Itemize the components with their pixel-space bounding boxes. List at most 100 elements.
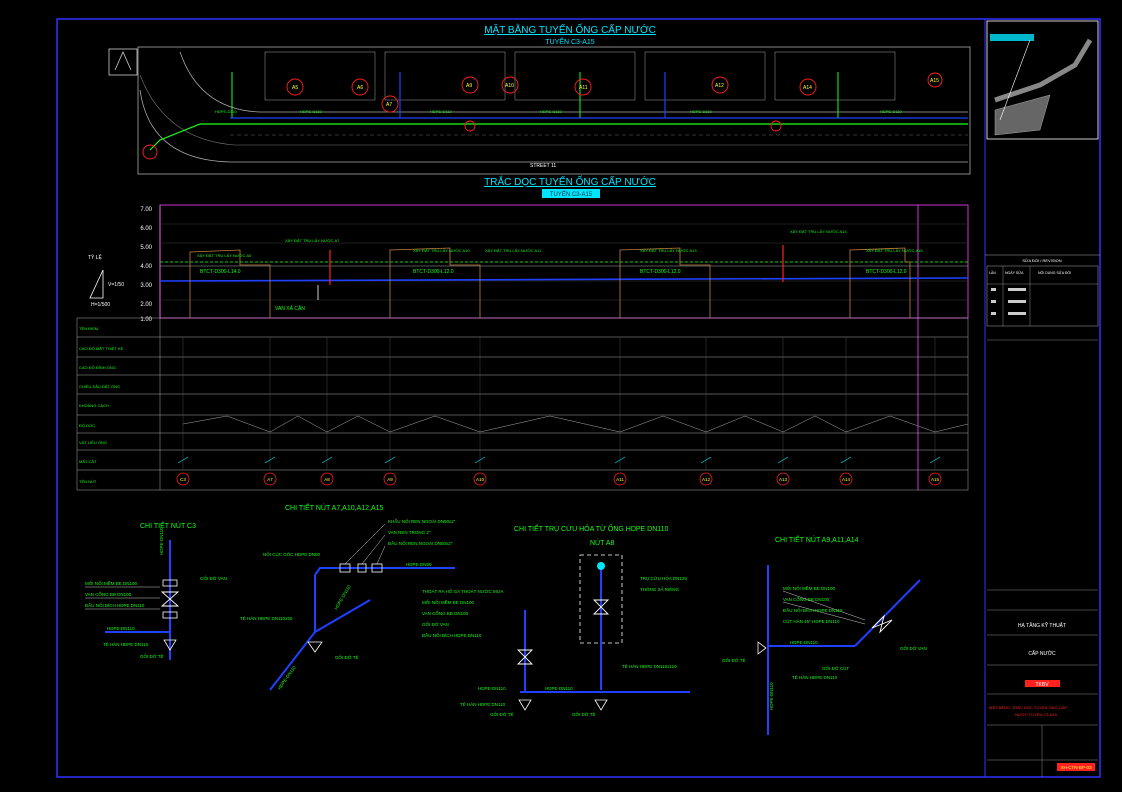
svg-text:A13: A13 — [779, 477, 788, 482]
svg-text:A5: A5 — [292, 85, 298, 91]
svg-text:GỐI ĐỠ TÊ: GỐI ĐỠ TÊ — [140, 652, 164, 659]
detail-a7: CHI TIẾT NÚT A7,A10,A12,A15 KHẨU NỐI REN… — [240, 502, 456, 691]
detail-a7-title: CHI TIẾT NÚT A7,A10,A12,A15 — [285, 502, 384, 512]
detail-a9: CHI TIẾT NÚT A9,A11,A14 MỐI NỐI MỀM BE D… — [722, 534, 927, 735]
svg-text:H=1/500: H=1/500 — [91, 302, 110, 308]
svg-text:GỐI ĐỠ VAN: GỐI ĐỠ VAN — [422, 621, 449, 627]
svg-text:CHIỀU SÂU ĐẶT ỐNG: CHIỀU SÂU ĐẶT ỐNG — [79, 384, 120, 389]
svg-text:GỐI ĐỠ CÚT: GỐI ĐỠ CÚT — [822, 665, 849, 671]
svg-text:HDPE-D110: HDPE-D110 — [540, 109, 562, 114]
svg-text:MỐI NỐI MỀM BE DN100: MỐI NỐI MỀM BE DN100 — [422, 599, 475, 605]
svg-text:XÂY ĐẶT TRỤ LẤY NƯỚC A7: XÂY ĐẶT TRỤ LẤY NƯỚC A7 — [285, 238, 340, 243]
svg-text:XÂY ĐẶT TRỤ LẤY NƯỚC A15: XÂY ĐẶT TRỤ LẤY NƯỚC A15 — [866, 248, 923, 253]
svg-text:HDPE-DN110: HDPE-DN110 — [334, 584, 352, 611]
svg-text:2.00: 2.00 — [140, 302, 152, 308]
svg-text:A11: A11 — [616, 477, 624, 482]
svg-text:TÊ HÀN HDPE DN110: TÊ HÀN HDPE DN110 — [792, 673, 838, 680]
svg-text:A7: A7 — [267, 477, 273, 482]
svg-text:MỐI NỐI MỀM BE DN100: MỐI NỐI MỀM BE DN100 — [783, 585, 836, 591]
svg-text:TÊ HÀN HDPE DN110: TÊ HÀN HDPE DN110 — [103, 640, 149, 647]
svg-text:MẶT CẮT: MẶT CẮT — [79, 459, 97, 464]
svg-text:HDPE-D110: HDPE-D110 — [300, 109, 322, 114]
svg-text:A7: A7 — [386, 102, 392, 108]
svg-text:NỘI DUNG SỬA ĐỔI: NỘI DUNG SỬA ĐỔI — [1038, 270, 1071, 275]
profile-pipe — [159, 277, 969, 282]
svg-text:BTCT-D300-L12.0: BTCT-D300-L12.0 — [866, 269, 907, 275]
svg-text:HDPE-D110: HDPE-D110 — [690, 109, 712, 114]
svg-text:THÔNG XẢ RIÊNG: THÔNG XẢ RIÊNG — [640, 585, 680, 592]
svg-text:VAN REN TRONG 2": VAN REN TRONG 2" — [388, 530, 431, 535]
svg-text:ĐẦU NỐI REN NGOÀI DN50x2": ĐẦU NỐI REN NGOÀI DN50x2" — [388, 540, 453, 546]
svg-text:A10: A10 — [476, 477, 485, 482]
title-block-frame — [984, 18, 1101, 778]
svg-text:CÚT HÀN 45º HDPE DN110: CÚT HÀN 45º HDPE DN110 — [783, 618, 840, 624]
svg-text:ĐẦU NỐI BÍCH HDPE DN110: ĐẦU NỐI BÍCH HDPE DN110 — [422, 632, 482, 638]
svg-text:NỐI CÚC GÓC HDPE DN50: NỐI CÚC GÓC HDPE DN50 — [263, 551, 321, 557]
scale-label: TỶ LỆ — [88, 253, 103, 261]
svg-text:A15: A15 — [930, 78, 939, 84]
svg-text:A6: A6 — [357, 85, 363, 91]
svg-text:ĐẦU NỐI BÍCH HDPE DN110: ĐẦU NỐI BÍCH HDPE DN110 — [783, 607, 843, 613]
svg-text:VẬT LIỆU ỐNG: VẬT LIỆU ỐNG — [79, 440, 107, 445]
svg-text:V=1/50: V=1/50 — [108, 282, 124, 288]
svg-text:A9: A9 — [387, 477, 393, 482]
svg-text:A14: A14 — [803, 85, 812, 91]
svg-text:A15: A15 — [931, 477, 940, 482]
system: CẤP NƯỚC — [1028, 650, 1056, 657]
title-block: SỬA ĐỔI / REVISION LẦN NGÀY SỬA NỘI DUNG… — [985, 254, 1100, 777]
valve-label: VAN XẢ CẶN — [275, 305, 305, 312]
detail-c3-title: CHI TIẾT NÚT C3 — [140, 520, 196, 530]
svg-text:VAN CỔNG BB DN100: VAN CỔNG BB DN100 — [422, 610, 469, 616]
svg-text:HDPE-DN110: HDPE-DN110 — [107, 626, 135, 631]
svg-text:4.00: 4.00 — [140, 264, 152, 270]
svg-text:XÂY ĐẶT TRỤ LẤY NƯỚC A10: XÂY ĐẶT TRỤ LẤY NƯỚC A10 — [413, 248, 470, 253]
discipline: HẠ TẦNG KỸ THUẬT — [1018, 622, 1066, 629]
svg-text:TRỤ CỨU HỎA DN125: TRỤ CỨU HỎA DN125 — [640, 575, 687, 581]
sheet-frame — [56, 18, 1101, 778]
svg-text:A14: A14 — [842, 477, 851, 482]
svg-text:KHẨU NỐI REN NGOÀI DN50x2": KHẨU NỐI REN NGOÀI DN50x2" — [388, 518, 456, 524]
svg-text:A11: A11 — [579, 85, 588, 91]
plan-viewport — [137, 46, 971, 175]
svg-text:GỐI ĐỠ VAN: GỐI ĐỠ VAN — [900, 645, 927, 651]
svg-text:VAN CỔNG BB DN100: VAN CỔNG BB DN100 — [85, 591, 132, 597]
plan-view: MẶT BẰNG TUYẾN ỐNG CẤP NƯỚC TUYẾN C3-A15 — [108, 22, 971, 175]
svg-text:HDPE-D110: HDPE-D110 — [880, 109, 902, 114]
svg-text:1.00: 1.00 — [140, 317, 152, 323]
svg-text:NGÀY SỬA: NGÀY SỬA — [1005, 270, 1024, 275]
svg-text:BTCT-D300-L12.0: BTCT-D300-L12.0 — [640, 269, 681, 275]
svg-text:HDPE-D110: HDPE-D110 — [215, 109, 237, 114]
profile-subtitle: TUYẾN C3-A15 — [550, 191, 593, 198]
svg-text:XÂY ĐẶT TRỤ LẤY NƯỚC A13: XÂY ĐẶT TRỤ LẤY NƯỚC A13 — [640, 248, 697, 253]
svg-text:7.00: 7.00 — [140, 207, 152, 213]
svg-text:HDPE-DN110: HDPE-DN110 — [545, 686, 573, 691]
svg-text:XÂY ĐẶT TRỤ LẤY NƯỚC A5: XÂY ĐẶT TRỤ LẤY NƯỚC A5 — [197, 253, 252, 258]
svg-text:TÊ HÀN HDPE DN110: TÊ HÀN HDPE DN110 — [460, 700, 506, 707]
detail-a8-sub: NÚT A8 — [590, 538, 614, 547]
svg-text:CAO ĐỘ MẶT THIẾT KẾ: CAO ĐỘ MẶT THIẾT KẾ — [79, 346, 124, 351]
plan-pipe-green — [149, 123, 968, 151]
detail-a8: CHI TIẾT TRỤ CỨU HỎA TỪ ỐNG HDPE DN110 N… — [422, 523, 690, 717]
svg-text:HDPE-DN110: HDPE-DN110 — [769, 682, 774, 710]
profile-view: TRẮC DỌC TUYẾN ỐNG CẤP NƯỚC TUYẾN C3-A15… — [76, 174, 969, 491]
svg-text:A10: A10 — [505, 83, 514, 89]
svg-text:6.00: 6.00 — [140, 226, 152, 232]
svg-text:C3: C3 — [180, 477, 186, 482]
stage: TKBV — [1035, 682, 1049, 688]
svg-text:KHOẢNG CÁCH: KHOẢNG CÁCH — [79, 403, 109, 408]
svg-text:GỐI ĐỠ TÊ: GỐI ĐỠ TÊ — [572, 710, 596, 717]
svg-text:HDPE-D110: HDPE-D110 — [430, 109, 452, 114]
svg-text:3.00: 3.00 — [140, 283, 152, 289]
svg-text:HDPE-DN110: HDPE-DN110 — [790, 640, 818, 645]
plan-title: MẶT BẰNG TUYẾN ỐNG CẤP NƯỚC — [484, 22, 656, 36]
svg-text:VAN CỔNG BB DN100: VAN CỔNG BB DN100 — [783, 596, 830, 602]
svg-text:TÊ HÀN HDPE DN110x110: TÊ HÀN HDPE DN110x110 — [622, 662, 677, 669]
svg-text:TÊN ĐIỂM: TÊN ĐIỂM — [79, 326, 98, 331]
svg-text:GỐI ĐỠ TÊ: GỐI ĐỠ TÊ — [722, 656, 746, 663]
svg-text:SỬA ĐỔI / REVISION: SỬA ĐỔI / REVISION — [1022, 258, 1061, 263]
detail-c3: CHI TIẾT NÚT C3 MỐI NỐI MỀM BE DN100 VAN… — [85, 520, 227, 660]
svg-text:MỐI NỐI MỀM BE DN100: MỐI NỐI MỀM BE DN100 — [85, 580, 138, 586]
svg-text:A12: A12 — [715, 83, 724, 89]
svg-text:THOÁT RA HỐ GA THOÁT NƯỚC MƯA: THOÁT RA HỐ GA THOÁT NƯỚC MƯA — [422, 588, 504, 594]
